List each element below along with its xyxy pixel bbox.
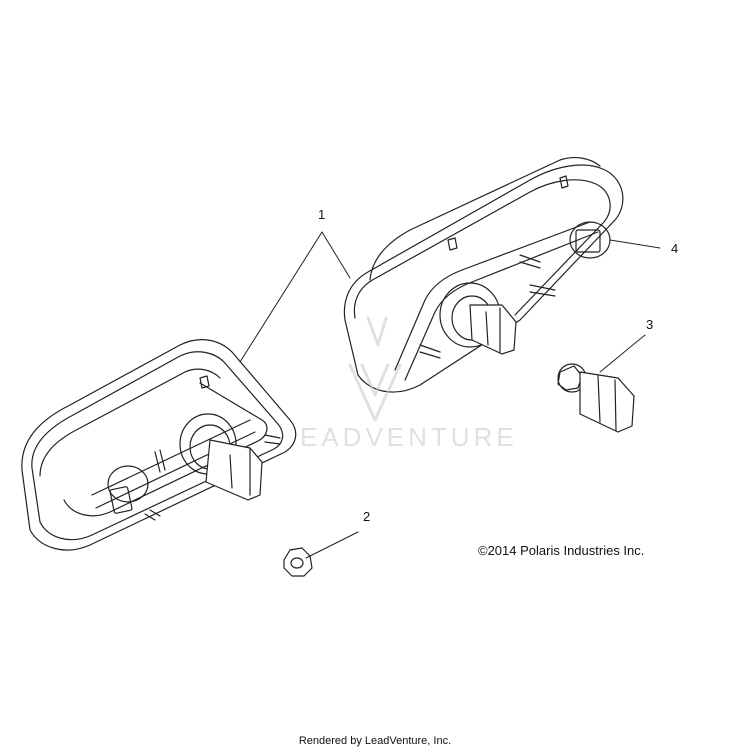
callout-3: 3 bbox=[646, 317, 654, 332]
render-credit: Rendered by LeadVenture, Inc. bbox=[298, 735, 452, 747]
copyright-notice: ©2014 Polaris Industries Inc. bbox=[478, 543, 645, 558]
taillight-assembly-left bbox=[21, 339, 297, 551]
callout-4: 4 bbox=[671, 241, 679, 256]
watermark-text: EADVENTURE bbox=[300, 422, 518, 452]
leadventure-watermark-logo bbox=[348, 316, 402, 422]
bulb-socket-part bbox=[557, 363, 635, 433]
callout-1: 1 bbox=[318, 207, 326, 222]
hex-nut-part bbox=[283, 547, 313, 577]
leader-lines bbox=[239, 231, 661, 559]
taillight-assembly-right bbox=[343, 156, 624, 393]
callout-2: 2 bbox=[363, 509, 371, 524]
